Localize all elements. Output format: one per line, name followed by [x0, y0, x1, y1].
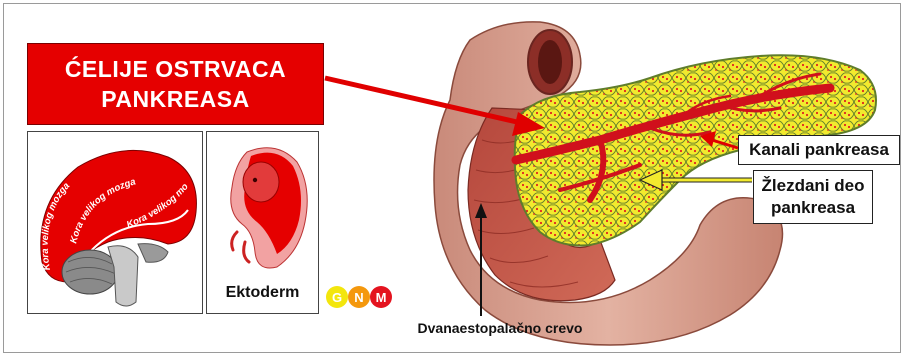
embryo-illustration [207, 132, 319, 282]
brain-panel: Kora velikog mozga Kora velikog mozga Ko… [27, 131, 203, 314]
logo-letter-g: G [332, 290, 342, 305]
title-line-1: ĆELIJE OSTRVACA [65, 54, 286, 84]
ektoderm-label: Ektoderm [207, 284, 318, 302]
logo-letter-m: M [376, 290, 387, 305]
duodenum-label: Dvanaestopalačno crevo [380, 320, 620, 336]
glandular-label: Žlezdani deo pankreasa [753, 170, 873, 224]
logo-letter-n: N [354, 290, 363, 305]
title-box: ĆELIJE OSTRVACA PANKREASA [27, 43, 324, 125]
embryo-head [243, 162, 279, 202]
gnm-logo: G N M [324, 284, 396, 310]
brain-illustration: Kora velikog mozga Kora velikog mozga Ko… [28, 132, 203, 314]
glandular-label-line-1: Žlezdani deo [754, 175, 872, 197]
title-line-2: PANKREASA [101, 84, 249, 114]
embryo-panel: Ektoderm [206, 131, 319, 314]
gland-arrow [640, 170, 752, 190]
cerebellum-shape [62, 250, 118, 294]
ducts-label: Kanali pankreasa [738, 135, 900, 165]
glandular-label-line-2: pankreasa [754, 197, 872, 219]
